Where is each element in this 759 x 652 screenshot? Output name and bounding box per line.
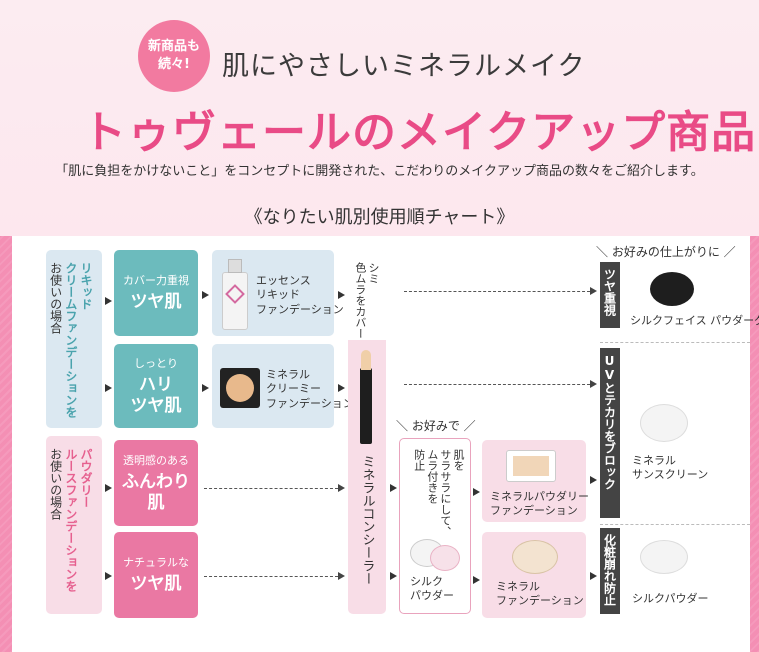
arrow-icon — [202, 384, 209, 392]
finish-tag-gloss: ツヤ重視 — [600, 262, 620, 328]
finish-label: ＼ お好みの仕上がりに ／ — [596, 245, 736, 259]
loose-powder-jar-icon — [640, 540, 688, 574]
type-cover-gloss: カバー力重視 ツヤ肌 — [114, 250, 198, 336]
chart-title: 《なりたい肌別使用順チャート》 — [244, 207, 515, 228]
product-name: ミネラルパウダリー ファンデーション — [490, 490, 589, 518]
finish-tag-long-wear: 化粧崩れ防止 — [600, 528, 620, 614]
arrow-icon — [338, 572, 345, 580]
arrow-icon — [105, 297, 112, 305]
product-name: エッセンス リキッド ファンデーション — [256, 274, 344, 316]
arrow-icon — [590, 380, 597, 388]
header: 新商品も 続々! 肌にやさしいミネラルメイク トゥヴェールのメイクアップ商品 「… — [0, 0, 759, 236]
badge-line2: 続々! — [158, 57, 190, 72]
arrow-icon — [473, 576, 480, 584]
type-label-big: ツヤ肌 — [130, 292, 182, 313]
arrow-icon — [338, 384, 345, 392]
finish-product-name: ミネラル サンスクリーン — [632, 454, 709, 482]
optional-label: ＼ お好みで ／ — [396, 419, 476, 433]
liquid-foundation-bottle-icon — [222, 259, 248, 330]
type-natural-gloss: ナチュラルな ツヤ肌 — [114, 532, 198, 618]
type-label-small: しっとり — [134, 356, 178, 370]
product-essence-liquid-foundation: エッセンス リキッド ファンデーション — [212, 250, 344, 336]
start-liquid-cream: リキッド クリームファンデーションを お使いの場合 — [46, 250, 102, 428]
start-liquid-line3: お使いの場合 — [48, 262, 63, 334]
type-label-small: 透明感のある — [123, 453, 189, 467]
finish-product-name: シルクフェイス パウダーグロウ — [630, 314, 759, 327]
arrow-icon — [590, 476, 597, 484]
silk-powder-note: 肌を サラサラにして、 ムラ付きを 防止 — [412, 449, 465, 537]
dashed-arrow — [404, 384, 590, 385]
product-mineral-foundation: ミネラル ファンデーション — [482, 532, 586, 618]
type-airy-clear: 透明感のある ふんわり肌 — [114, 440, 198, 526]
dashed-arrow — [204, 488, 338, 489]
arrow-icon — [473, 488, 480, 496]
type-label-big: ツヤ肌 — [130, 574, 182, 595]
powder-compact-icon — [506, 450, 556, 482]
page-description: 「肌に負担をかけないこと」をコンセプトに開発された、こだわりのメイクアップ商品の… — [55, 164, 704, 179]
mineral-concealer: シミ 色ムラをカバー ミネラルコンシーラー — [348, 250, 386, 614]
type-label-big: ツヤ肌 — [130, 396, 182, 416]
arrow-icon — [338, 291, 345, 299]
arrow-icon — [105, 484, 112, 492]
dashed-arrow — [204, 576, 338, 577]
page-title: トゥヴェールのメイクアップ商品 — [82, 107, 757, 158]
creamy-compact-icon — [220, 368, 260, 408]
type-label-small: カバー力重視 — [123, 274, 189, 288]
type-label-big: ふんわり肌 — [122, 471, 190, 513]
arrow-icon — [390, 484, 397, 492]
arrow-icon — [105, 572, 112, 580]
optional-silk-powder: 肌を サラサラにして、 ムラ付きを 防止 シルク パウダー — [399, 438, 471, 614]
finish-tag-uv: UVとテカリをブロック — [600, 348, 620, 518]
flow-chart: リキッド クリームファンデーションを お使いの場合 パウダリー ルースファンデー… — [12, 236, 759, 652]
finish-product-name: シルクパウダー — [632, 592, 709, 605]
loose-powder-jar-icon — [512, 540, 558, 574]
dashed-arrow — [404, 291, 590, 292]
product-name: ミネラル ファンデーション — [496, 580, 584, 608]
concealer-stick-icon — [360, 368, 372, 444]
arrow-icon — [338, 484, 345, 492]
start-liquid-line2: クリームファンデーションを — [63, 262, 78, 418]
product-name: シルク パウダー — [410, 575, 454, 603]
arrow-icon — [390, 572, 397, 580]
type-label-small: ナチュラルな — [123, 556, 189, 570]
type-label-big: ハリ — [139, 374, 173, 395]
loose-powder-jar-icon — [640, 404, 688, 442]
concealer-note: シミ 色ムラをカバー — [353, 262, 380, 339]
concealer-name: ミネラルコンシーラー — [359, 455, 375, 585]
arrow-icon — [590, 572, 597, 580]
start-powdery-line2: ルースファンデーションを — [63, 448, 78, 592]
page-subtitle: 肌にやさしいミネラルメイク — [222, 51, 586, 82]
arrow-icon — [590, 287, 597, 295]
product-mineral-creamy-foundation: ミネラル クリーミー ファンデーション — [212, 344, 354, 428]
product-mineral-powdery-foundation: ミネラルパウダリー ファンデーション — [482, 440, 589, 522]
start-liquid-line1: リキッド — [79, 262, 93, 310]
start-powdery-line1: パウダリー — [79, 448, 93, 508]
arrow-icon — [202, 291, 209, 299]
badge-line1: 新商品も — [147, 39, 200, 55]
product-name: ミネラル クリーミー ファンデーション — [266, 368, 354, 410]
start-powdery-loose: パウダリー ルースファンデーションを お使いの場合 — [46, 436, 102, 614]
start-powdery-line3: お使いの場合 — [48, 448, 63, 520]
loose-powder-jar-icon — [650, 272, 694, 306]
arrow-icon — [105, 384, 112, 392]
new-products-badge: 新商品も 続々! — [138, 20, 210, 92]
type-moist-firm-gloss: しっとり ハリ ツヤ肌 — [114, 344, 198, 428]
